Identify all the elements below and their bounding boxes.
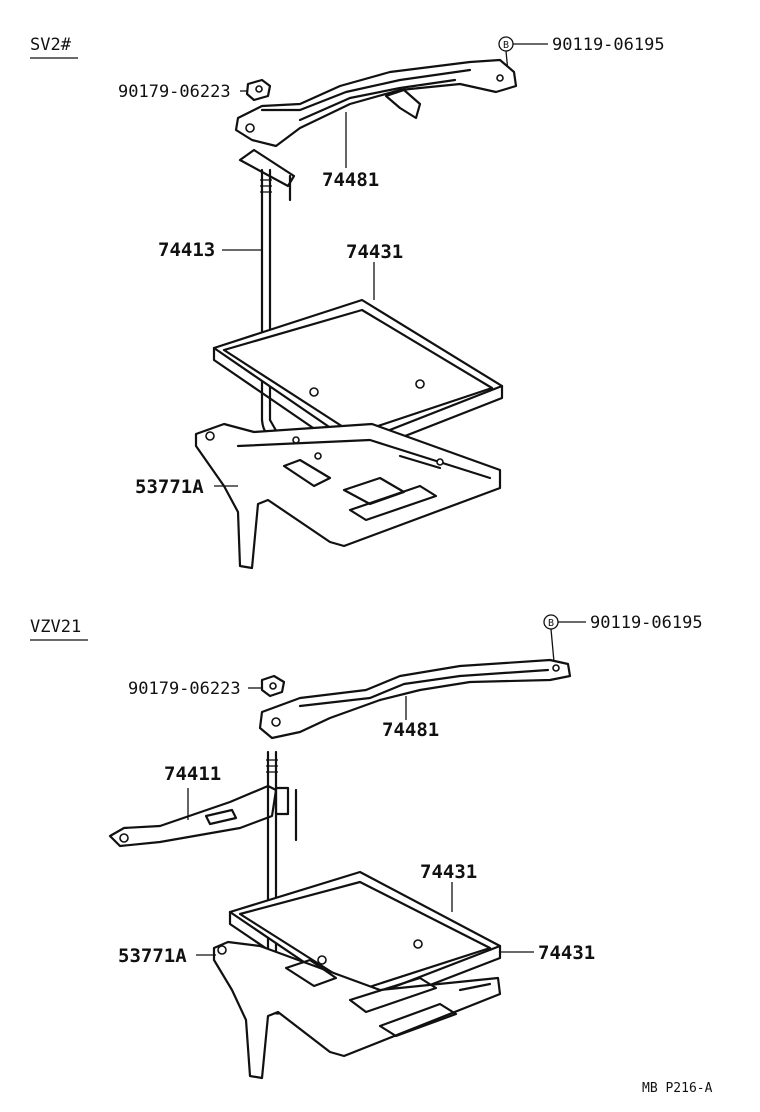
- nut-vzv21: [260, 674, 286, 698]
- callout-bolt-vzv21: 90119-06195: [590, 613, 703, 633]
- svg-text:B: B: [503, 40, 509, 51]
- section-vzv21: VZV21 B 90119-06195 90179-06223 74481: [30, 613, 703, 1080]
- bracket-74411-vzv21: [108, 784, 290, 848]
- callout-tray-sv2: 74431: [346, 241, 403, 263]
- callout-tray-vzv21: 74431: [420, 861, 477, 883]
- bolt-marker-sv2: B: [498, 36, 514, 52]
- callout-clamp-vzv21: 74481: [382, 719, 439, 741]
- nut-sv2: [245, 78, 272, 102]
- callout-bolt-sv2: 90119-06195: [552, 35, 665, 55]
- callout-nut-vzv21: 90179-06223: [128, 679, 241, 699]
- clamp-74481-sv2: [234, 58, 518, 148]
- callout-nut-sv2: 90179-06223: [118, 82, 231, 102]
- callout-carrier-vzv21: 53771A: [118, 945, 187, 967]
- section-sv2: SV2# B 90119-06195 90179-06223 74481: [30, 35, 665, 570]
- variant-label-sv2: SV2#: [30, 35, 72, 55]
- svg-text:B: B: [548, 618, 554, 629]
- variant-label-vzv21: VZV21: [30, 617, 81, 637]
- callout-tray-side-vzv21: 74431: [538, 942, 595, 964]
- bolt-marker-vzv21: B: [543, 614, 559, 630]
- callout-clamp-sv2: 74481: [322, 169, 379, 191]
- callout-rod-sv2: 74413: [158, 239, 215, 261]
- carrier-53771a-sv2: [194, 422, 502, 570]
- callout-bracket-vzv21: 74411: [164, 763, 221, 785]
- footer-code: MB P216-A: [642, 1081, 713, 1096]
- tray-74431-sv2: [212, 298, 504, 458]
- clamp-74481-vzv21: [258, 658, 572, 740]
- carrier-53771a-vzv21: [212, 940, 502, 1080]
- callout-carrier-sv2: 53771A: [135, 476, 204, 498]
